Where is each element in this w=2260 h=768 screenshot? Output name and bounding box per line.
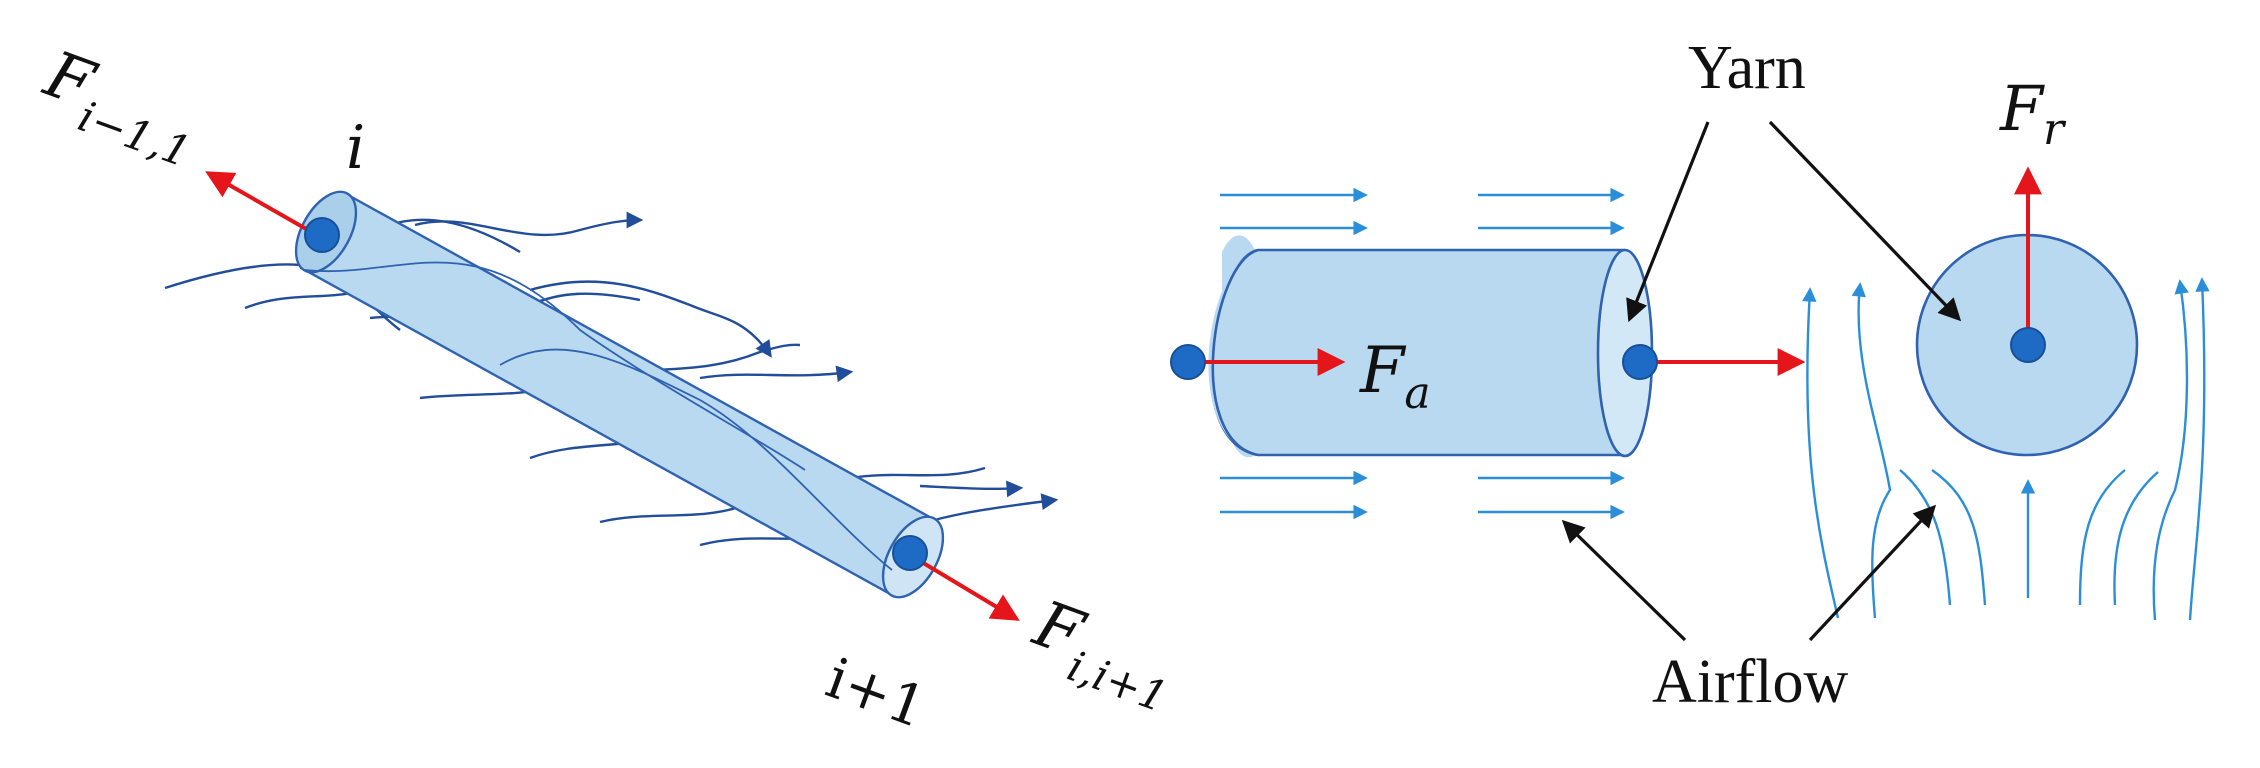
label-force-start-sub: i−1,1	[72, 91, 197, 177]
airflow-curve	[1802, 287, 1840, 619]
airflow-pointer-right	[1808, 504, 1937, 642]
wavy-flow-line	[529, 280, 772, 358]
wavy-flow-line	[699, 365, 854, 383]
label-radial-force-sub: r	[2043, 104, 2067, 155]
label-node-end: i+1	[818, 646, 935, 741]
force-arrow-start	[205, 171, 323, 240]
wavy-flow-line	[164, 263, 301, 290]
wavy-flow-line	[849, 466, 986, 480]
yarn-surface-fiber	[304, 261, 806, 471]
label-radial-force-main: F	[1999, 72, 2045, 145]
horizontal-yarn-body	[1208, 235, 1654, 458]
airflow-curve	[2113, 471, 2159, 606]
airflow-curve	[1851, 282, 1892, 619]
label-airflow: Airflow	[1652, 648, 1849, 716]
node-start	[304, 217, 340, 253]
label-radial-force: Fr	[1999, 72, 2067, 155]
force-arrow-end	[908, 553, 1020, 621]
wavy-flow-line	[599, 503, 746, 524]
label-force-start: Fi−1,1	[29, 37, 211, 177]
inclined-yarn-body	[294, 190, 945, 599]
airflow-curve	[2188, 277, 2210, 621]
label-force-end-sub: i,i+1	[1061, 641, 1174, 722]
yarn-left-edge	[1211, 248, 1259, 457]
yarn-pointer-middle	[1626, 121, 1710, 323]
node-cross-section	[2010, 327, 2046, 363]
airflow-curve	[1931, 469, 1987, 606]
axial-flow-panel: Fa	[1170, 187, 1806, 520]
node-end	[892, 535, 928, 571]
airflow-curve	[2152, 279, 2189, 621]
label-axial-force: Fa	[1359, 334, 1431, 419]
yarn-cylinder	[303, 193, 937, 597]
wavy-flow-line	[919, 480, 1024, 498]
node-axial-start	[1170, 344, 1206, 380]
airflow-pointer-middle	[1561, 519, 1687, 642]
cross-section-panel: Fr	[1802, 72, 2210, 621]
yarn-cylinder	[1222, 235, 1625, 458]
label-axial-force-main: F	[1359, 334, 1407, 408]
yarn-left-rounding	[1208, 250, 1258, 455]
label-yarn: Yarn	[1688, 34, 1806, 102]
yarn-surface-fiber	[499, 348, 893, 571]
inclined-yarn-panel: i i+1 Fi−1,1 Fi,i+1	[29, 37, 1188, 741]
straight-airflow-arrows	[1220, 187, 1625, 520]
label-force-end: Fi,i+1	[1019, 587, 1188, 722]
node-axial-end	[1622, 344, 1658, 380]
airflow-curve	[1899, 469, 1952, 606]
wavy-flow-line	[414, 211, 644, 237]
yarn-pointer-right	[1768, 120, 1962, 322]
label-axial-force-sub: a	[1404, 368, 1430, 419]
label-node-start: i	[346, 113, 365, 183]
curved-airflow-lines	[1802, 277, 2210, 621]
airflow-curve	[2078, 469, 2126, 606]
pointer-arrows	[1561, 120, 1962, 642]
